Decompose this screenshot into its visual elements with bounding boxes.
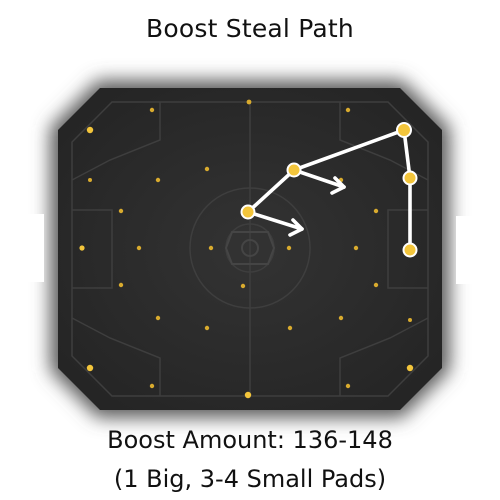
big-pad (86, 126, 94, 134)
big-boost-pads (79, 126, 414, 399)
path-markers (240, 122, 418, 258)
boost-pads-label: (1 Big, 3-4 Small Pads) (113, 465, 387, 493)
waypoint-end (240, 204, 256, 220)
small-pad (246, 99, 252, 105)
left-goal (14, 214, 44, 282)
path-arrowhead-upper (330, 176, 346, 195)
waypoint (286, 162, 302, 178)
small-pad (155, 177, 161, 183)
small-pad (373, 208, 379, 214)
small-pad (118, 282, 124, 288)
small-pad (287, 325, 293, 331)
small-pad (88, 178, 92, 182)
page-title: Boost Steal Path (146, 14, 354, 43)
small-pad (208, 245, 214, 251)
small-pad (149, 383, 155, 389)
small-boost-pads (88, 99, 412, 389)
boost-amount-label: Boost Amount: 136-148 (107, 426, 393, 454)
small-pad (345, 107, 351, 113)
small-pad (136, 245, 142, 251)
waypoint (402, 170, 418, 186)
small-pad (204, 166, 210, 172)
path-branch-lower (246, 210, 304, 231)
small-pad (353, 245, 359, 251)
small-pad (118, 208, 124, 214)
big-pad (406, 364, 414, 372)
small-pad (408, 318, 412, 322)
big-pad (244, 391, 252, 399)
small-pad (149, 107, 155, 113)
small-pad (155, 315, 161, 321)
path-arrowhead-lower (288, 218, 304, 237)
big-pad (86, 364, 94, 372)
big-pad (79, 245, 85, 251)
center-emblem (224, 231, 276, 265)
small-pad (338, 315, 344, 321)
right-goal (456, 216, 486, 284)
small-pad (204, 325, 210, 331)
path-branch-upper (292, 168, 346, 189)
small-pad (240, 283, 246, 289)
waypoint-start (402, 242, 418, 258)
waypoint (396, 122, 412, 138)
small-pad (345, 383, 351, 389)
small-pad (373, 282, 379, 288)
small-pad (286, 245, 292, 251)
